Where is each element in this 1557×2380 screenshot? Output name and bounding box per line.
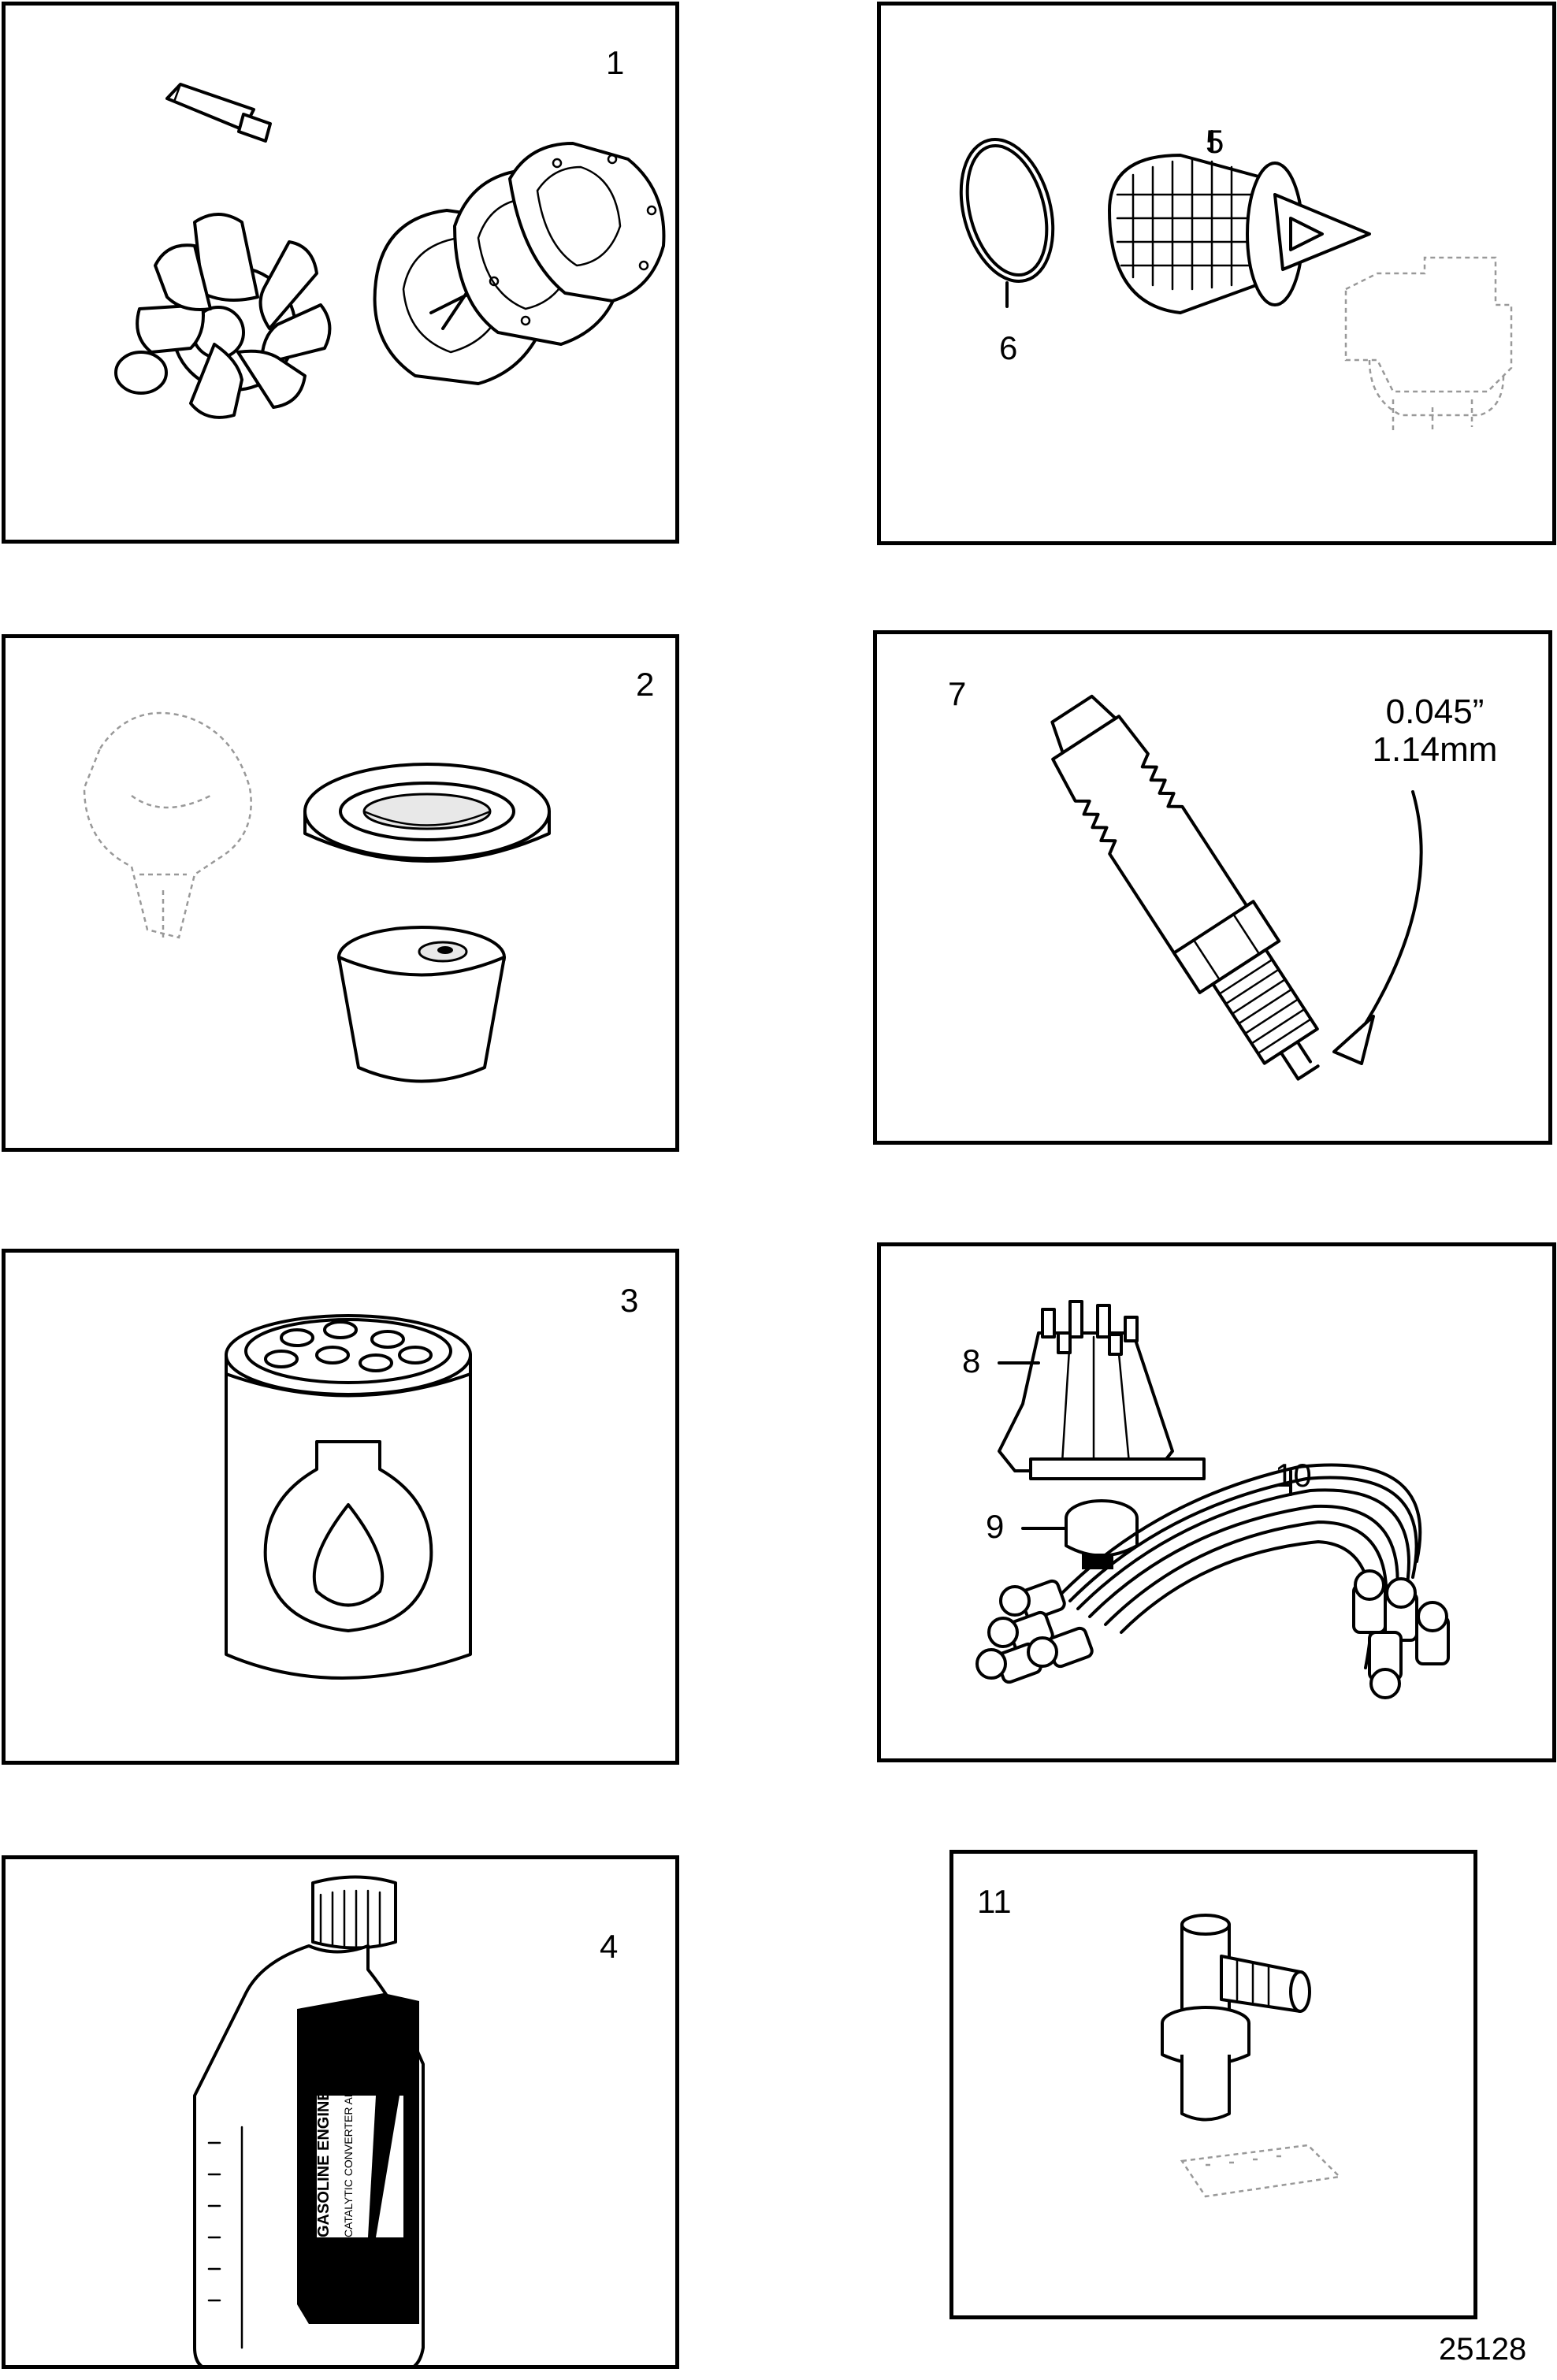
gap-mm-label: 1.14mm [1372,730,1498,770]
ignition-leads-icon [975,1463,1450,1699]
item-number-11: 11 [977,1883,1012,1920]
panel-flame-arrestor: 2 [2,634,679,1152]
spark-plug-body [1050,694,1320,1081]
gap-arrow-line [1356,790,1423,1038]
arrestor-base-icon [337,926,506,1083]
item-number-7: 7 [948,675,967,712]
item-number-6: 6 [999,329,1018,366]
thermostat-element-icon [1108,154,1371,314]
panel-impeller-kit: 1 [2,2,679,544]
item-number-5: 5 [1206,123,1224,160]
impeller-kit-icon [114,83,666,419]
item-number-2: 2 [636,666,655,703]
gasket-set-icon [453,142,666,346]
pcv-valve-icon [1161,1914,1342,2198]
pcv-valve-body [1161,1914,1311,2122]
panel-pcv-valve: 11 [949,1850,1477,2319]
thermostat-icon [959,130,1513,431]
document-id: 25128 [1439,2332,1527,2367]
panel-spark-plug: 7 0.045” 1.14mm [873,630,1552,1145]
item-number-4: 4 [600,1928,619,1965]
cover-cap-icon [114,351,168,395]
item-number-1: 1 [606,44,625,81]
panel-oil-bottle: 4 GASOLINE ENGINE OIL CATALYTIC CONVERTE… [2,1855,679,2369]
gap-inch-label: 0.045” [1385,692,1485,731]
ignition-parts-icon [975,1300,1450,1699]
spark-plug-icon [1050,694,1423,1081]
panel-oil-filter: 3 [2,1249,679,1765]
carburetor-ghost-icon [83,711,252,939]
arrestor-element-icon [303,763,551,863]
flame-arrestor-icon [83,711,551,1083]
grease-tube-icon [165,83,272,143]
oil-bottle-icon: GASOLINE ENGINE OIL CATALYTIC CONVERTER … [193,1875,425,2365]
distributor-cap-icon [998,1300,1206,1480]
bottle-label-text: GASOLINE ENGINE OIL [315,2059,333,2237]
item-number-3: 3 [620,1282,639,1319]
panel-thermostat: 5 6 [877,2,1556,545]
gap-arrow-head [1332,1015,1375,1065]
rotor-icon [1065,1499,1139,1569]
o-ring-icon [959,138,1055,283]
pcv-grommet-ghost-icon [1180,2144,1342,2198]
oil-drop-emblem-icon [263,1440,433,1632]
thermostat-housing-ghost-icon [1344,256,1513,431]
item-number-10: 10 [1275,1457,1312,1494]
item-number-8: 8 [962,1342,981,1379]
bottle-graduations [207,2141,221,2302]
impeller-icon [136,213,332,419]
oil-filter-icon [225,1314,472,1680]
panel-ignition-parts: 8 9 10 [877,1242,1556,1762]
bottle-label-subtext: CATALYTIC CONVERTER APPROVED [342,2044,355,2237]
spark-plug-gap-spec: 0.045” 1.14mm [1340,692,1529,770]
item-number-9: 9 [986,1508,1005,1545]
